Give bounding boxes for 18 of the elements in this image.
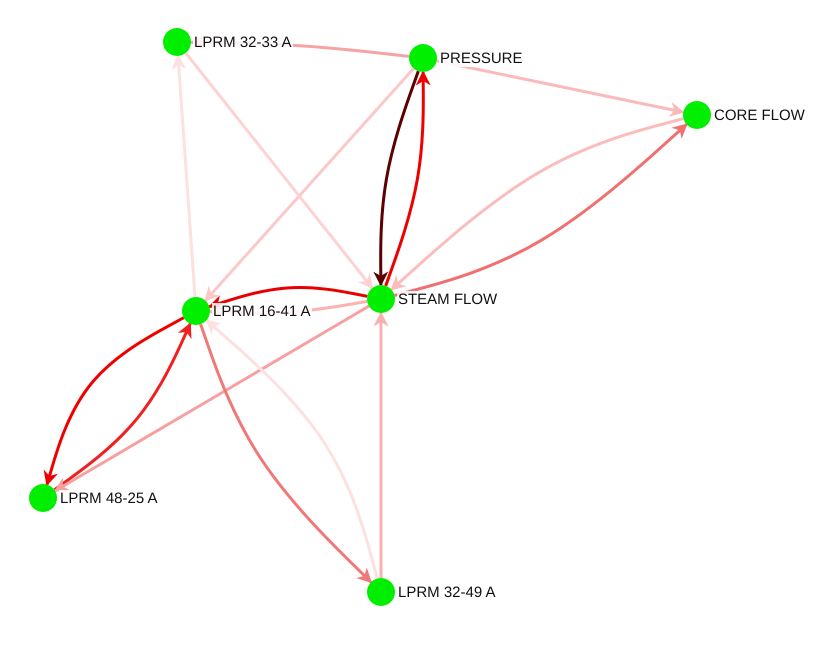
arrow [184,52,374,290]
node-label: LPRM 32-33 A [193,34,293,50]
arrow [53,322,192,491]
arrow [44,316,184,486]
node-label: PRESSURE [439,50,524,66]
node-label: LPRM 48-25 A [59,490,159,506]
arrow [374,312,388,578]
arrow [373,70,420,286]
node-label: STEAM FLOW [397,290,498,308]
arrow [54,304,370,492]
arrow [171,54,197,298]
arrow [204,67,415,302]
arrow [384,70,431,286]
arrow [208,286,368,310]
node-label: CORE FLOW [713,106,806,124]
arrow [436,59,685,117]
node-label: LPRM 16-41 A [212,302,312,320]
node-label: LPRM 32-49 A [397,584,497,600]
